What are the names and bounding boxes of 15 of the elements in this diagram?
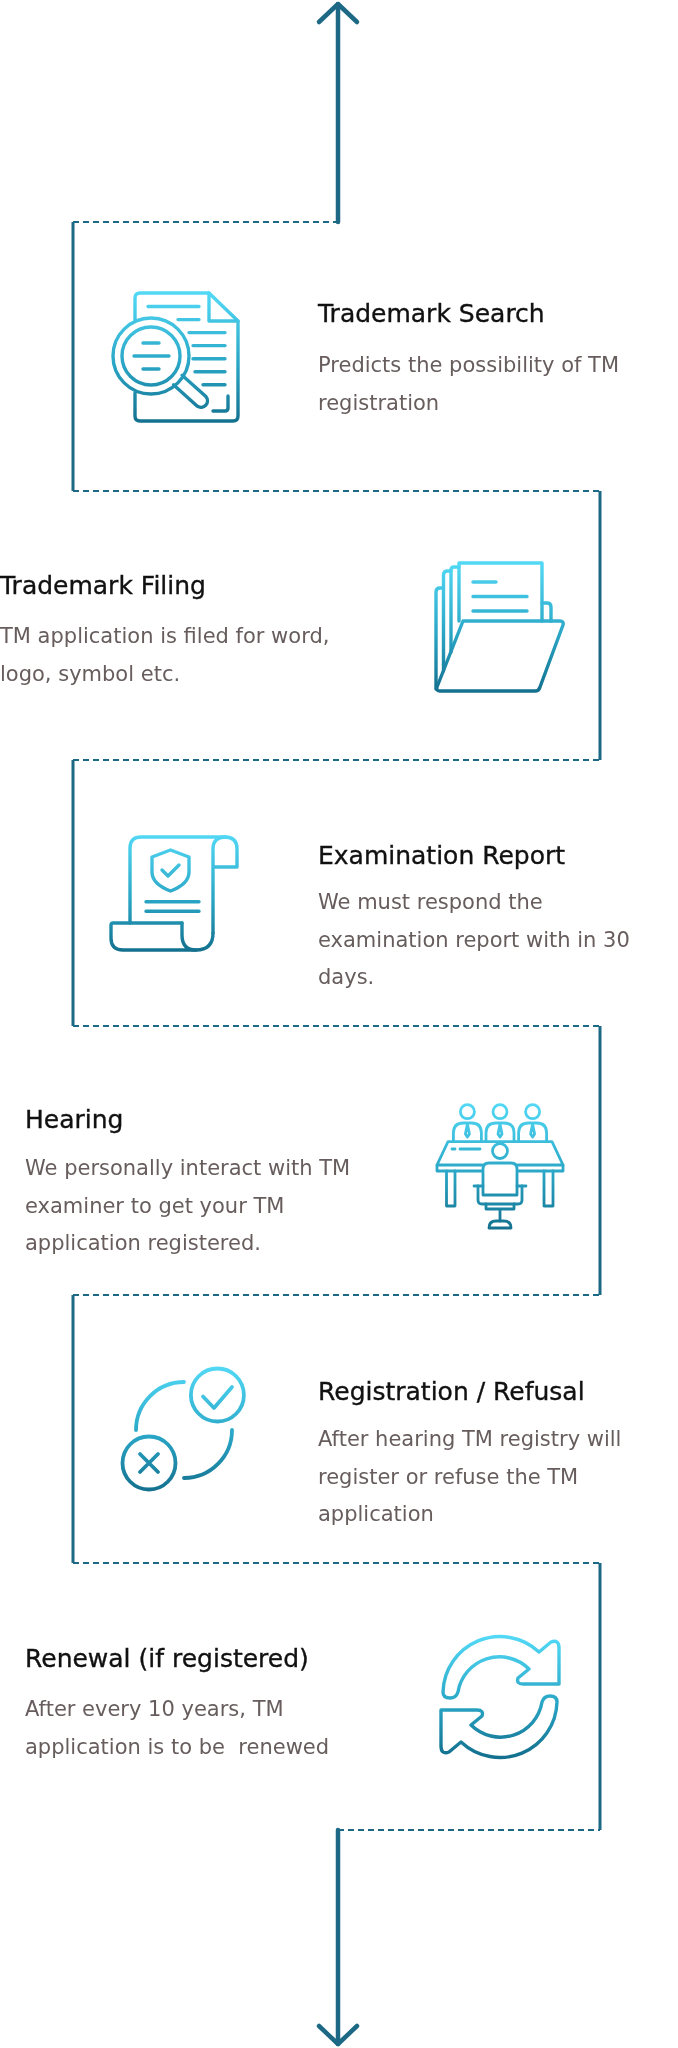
step-section <box>0 489 602 762</box>
step-title: Examination Report <box>318 841 566 871</box>
step-description: After hearing TM registry will register or refuse the TM application <box>318 1426 623 1528</box>
step-title: Registration / Refusal <box>318 1377 585 1407</box>
step-description: After every 10 years, TM application is to be renewed <box>25 1696 331 1761</box>
step-title: Trademark Filing <box>0 571 206 601</box>
arrow <box>316 1 360 225</box>
step-description: Predicts the possibility of TM registration <box>318 352 620 417</box>
step-description: We personally interact with TM examiner to get your TM application registered. <box>25 1155 352 1257</box>
step-description: We must respond the examination report with in 30 days. <box>318 889 631 991</box>
step-title: Hearing <box>25 1105 124 1135</box>
step-title: Trademark Search <box>318 299 545 329</box>
step-title: Renewal (if registered) <box>25 1644 309 1674</box>
step-description: TM application is filed for word, logo, symbol etc. <box>0 623 331 688</box>
arrow <box>316 1827 360 2047</box>
